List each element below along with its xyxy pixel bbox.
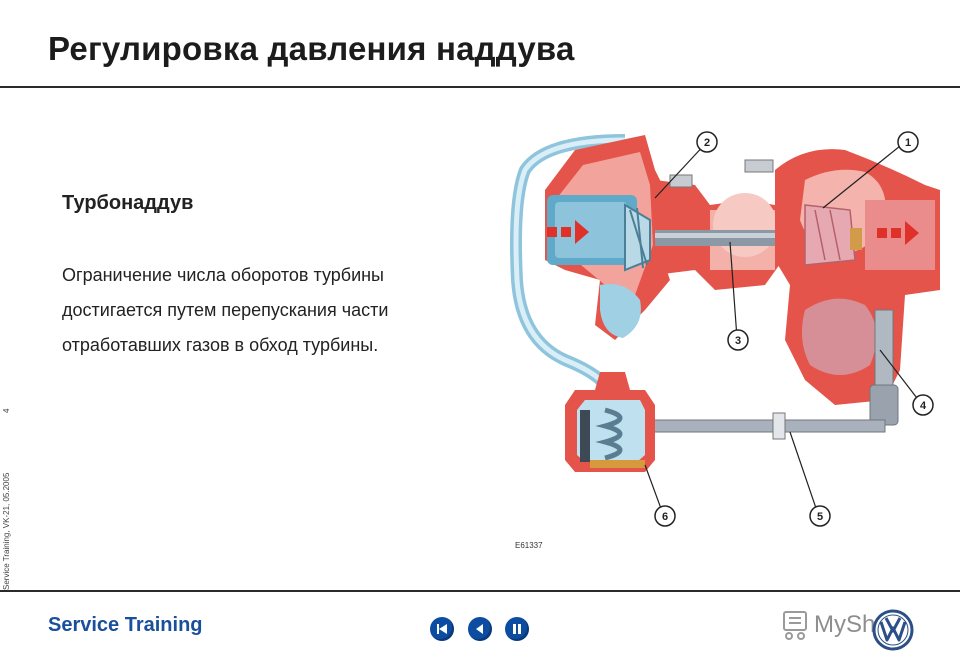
pause-button[interactable] <box>505 617 529 641</box>
intake-arrow <box>547 220 589 244</box>
section-heading: Турбонаддув <box>62 192 194 214</box>
body-line: достигается путем перепускания части <box>62 300 389 320</box>
callout-label: 5 <box>817 511 823 523</box>
skip-back-icon <box>437 624 447 634</box>
vw-logo <box>872 609 914 651</box>
callout-label: 1 <box>905 137 911 149</box>
triangle-left-icon <box>476 624 483 634</box>
exhaust-arrow <box>877 221 919 245</box>
brand-label: Service Training <box>48 614 203 636</box>
first-slide-button[interactable] <box>430 617 454 641</box>
page-number: 4 <box>2 408 11 413</box>
previous-slide-button[interactable] <box>468 617 492 641</box>
body-line: отработавших газов в обход турбины. <box>62 335 379 355</box>
callout-1: 1 <box>897 131 919 153</box>
footer-divider <box>0 590 960 592</box>
callout-6: 6 <box>654 505 676 527</box>
watermark: MySh <box>783 611 875 640</box>
page-title: Регулировка давления наддува <box>48 30 575 67</box>
body-line: Ограничение числа оборотов турбины <box>62 265 384 285</box>
footer-meta: Service Training, VK-21, 05.2005 <box>2 472 11 590</box>
callout-label: 2 <box>704 137 710 149</box>
callout-2: 2 <box>696 131 718 153</box>
turbocharger-diagram: 2 1 3 4 5 6 E61337 <box>510 131 940 550</box>
callout-label: 3 <box>735 335 741 347</box>
callout-5: 5 <box>809 505 831 527</box>
body-text: Ограничение числа оборотов турбины дости… <box>62 258 482 363</box>
watermark-text: MySh <box>814 611 875 638</box>
callout-4: 4 <box>912 394 934 416</box>
figure-code: E61337 <box>515 541 543 550</box>
callout-3: 3 <box>727 329 749 351</box>
pause-icon <box>513 624 521 634</box>
callout-label: 6 <box>662 511 668 523</box>
callout-label: 4 <box>920 400 927 412</box>
cart-icon <box>783 611 807 640</box>
header-divider <box>0 86 960 88</box>
